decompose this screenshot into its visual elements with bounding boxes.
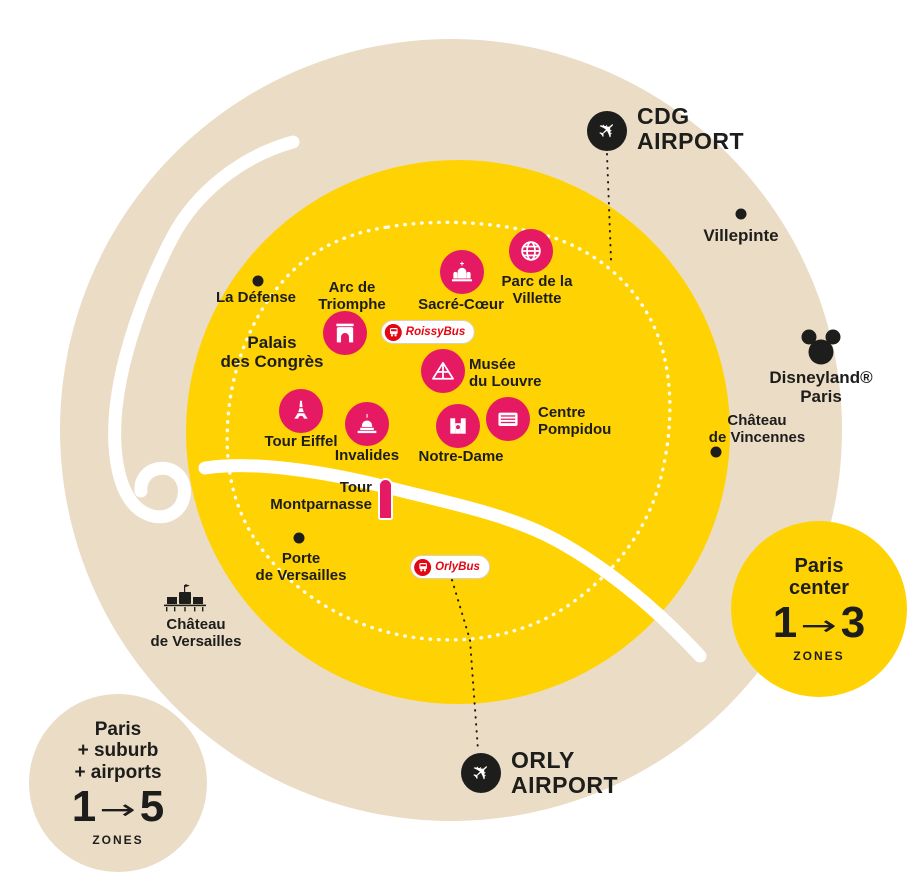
- zone-from: 1: [772, 598, 798, 648]
- paris-center-zone-range: 1 → 3: [773, 601, 865, 645]
- porte-de-versailles-dot: [293, 532, 305, 544]
- palais-des-congres-label: Palais des Congrès: [220, 333, 324, 372]
- orly-airport-marker: ✈: [461, 753, 501, 793]
- sacre-coeur-pin: [440, 250, 484, 294]
- arc-de-triomphe-label: Arc de Triomphe: [318, 279, 386, 313]
- centre-pompidou-label: Centre Pompidou: [538, 404, 612, 438]
- notre-dame-pin: [436, 404, 480, 448]
- plane-icon: ✈: [592, 114, 623, 146]
- tour-eiffel-pin: [279, 389, 323, 433]
- villepinte-label: Villepinte: [703, 226, 779, 245]
- notre-dame-label: Notre-Dame: [418, 448, 504, 465]
- la-defense-dot: [252, 275, 264, 287]
- chateau-de-versailles-label: Château de Versailles: [150, 616, 242, 650]
- louvre-pyramid-icon: [432, 361, 454, 380]
- paris-suburb-zones-badge: Paris + suburb + airports 1 → 5 ZONES: [29, 694, 207, 872]
- villepinte-dot: [735, 208, 747, 220]
- paris-suburb-zone-range: 1 → 5: [71, 781, 165, 831]
- parc-de-la-villette-label: Parc de la Villette: [501, 273, 573, 307]
- invalides-pin: [345, 402, 389, 446]
- parc-de-la-villette-pin: [509, 229, 553, 273]
- chateau-de-vincennes-label: Château de Vincennes: [708, 412, 806, 446]
- bus-icon: [384, 323, 402, 341]
- sacre-coeur-icon: [451, 261, 473, 282]
- invalides-label: Invalides: [334, 447, 400, 464]
- zones-unit-label: ZONES: [793, 649, 845, 664]
- chateau-versailles-icon: [162, 582, 208, 612]
- arrow-right-icon: →: [99, 792, 137, 826]
- louvre-label: Musée du Louvre: [469, 356, 542, 390]
- invalides-dome-icon: [357, 413, 377, 434]
- notre-dame-icon: [450, 418, 466, 434]
- orlybus-label: OrlyBus: [435, 561, 480, 573]
- sacre-coeur-label: Sacré-Cœur: [418, 296, 504, 313]
- chateau-de-vincennes-dot: [710, 446, 722, 458]
- cdg-airport-label: CDG AIRPORT: [637, 103, 744, 154]
- paris-center-badge-title: Paris center: [788, 554, 850, 599]
- geode-sphere-icon: [521, 241, 541, 261]
- tour-montparnasse-label: Tour Montparnasse: [270, 479, 372, 513]
- orly-airport-label: ORLY AIRPORT: [511, 747, 618, 798]
- eiffel-tower-icon: [294, 400, 308, 419]
- centre-pompidou-pin: [486, 397, 530, 441]
- zone-to: 5: [139, 781, 165, 831]
- disneyland-label: Disneyland® Paris: [769, 368, 873, 407]
- roissybus-label: RoissyBus: [405, 326, 466, 338]
- paris-suburb-badge-title: Paris + suburb + airports: [74, 719, 162, 783]
- tour-montparnasse-icon: [378, 478, 393, 520]
- roissybus-badge: RoissyBus: [380, 320, 476, 344]
- arc-de-triomphe-icon: [336, 323, 354, 343]
- la-defense-label: La Défense: [215, 289, 297, 306]
- arrow-right-icon: →: [800, 609, 838, 643]
- disneyland-mickey-icon: [797, 326, 845, 370]
- zones-unit-label: ZONES: [92, 832, 144, 847]
- tour-eiffel-label: Tour Eiffel: [264, 433, 338, 450]
- zone-from: 1: [71, 781, 97, 831]
- centre-pompidou-icon: [498, 412, 518, 426]
- paris-center-zones-badge: Paris center 1 → 3 ZONES: [731, 521, 907, 697]
- plane-icon: ✈: [466, 756, 497, 788]
- cdg-airport-marker: ✈: [587, 111, 627, 151]
- zone-to: 3: [840, 598, 866, 648]
- arc-de-triomphe-pin: [323, 311, 367, 355]
- bus-icon: [414, 558, 432, 576]
- porte-de-versailles-label: Porte de Versailles: [255, 550, 347, 584]
- louvre-pin: [421, 349, 465, 393]
- orlybus-badge: OrlyBus: [410, 555, 490, 579]
